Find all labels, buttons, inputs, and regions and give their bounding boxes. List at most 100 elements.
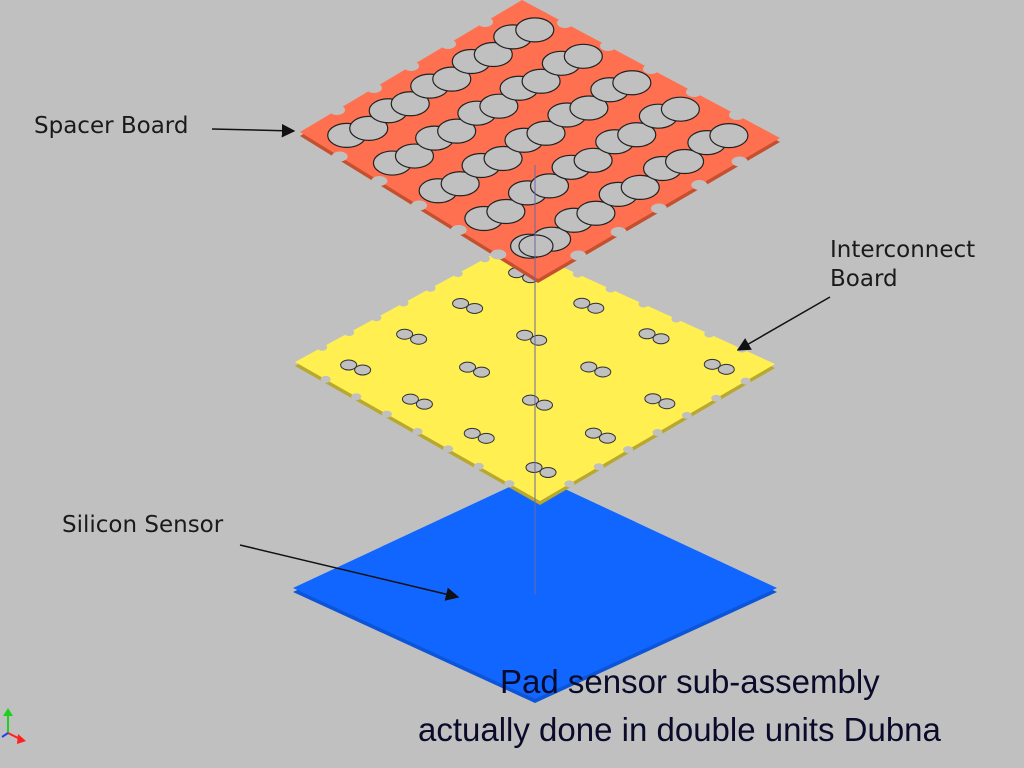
interconnect-hole [401, 393, 419, 405]
spacer-hole [483, 145, 523, 172]
spacer-hole [529, 173, 570, 199]
spacer-edge-notch [731, 156, 748, 167]
interconnect-edge-notch [623, 446, 634, 454]
interconnect-hole [340, 359, 358, 371]
interconnect-board-arrow [736, 296, 831, 351]
interconnect-hole [703, 358, 721, 370]
spacer-edge-notch [477, 17, 493, 27]
interconnect-hole [717, 363, 735, 375]
interconnect-hole [539, 467, 557, 479]
spacer-hole [486, 198, 526, 225]
spacer-edge-notch [651, 203, 667, 214]
spacer-hole [432, 66, 472, 92]
interconnect-edge-notch [704, 330, 715, 338]
interconnect-hole [516, 329, 534, 341]
interconnect-edge-notch [652, 429, 663, 436]
interconnect-hole [525, 462, 543, 474]
interconnect-edge-notch [605, 285, 616, 293]
interconnect-hole [410, 333, 428, 345]
spacer-hole [394, 143, 435, 169]
spacer-hole [526, 120, 566, 146]
caption-line-1: Pad sensor sub-assembly [500, 663, 880, 700]
spacer-hole [620, 174, 660, 200]
interconnect-edge-notch [564, 480, 575, 488]
spacer-hole [573, 147, 613, 173]
spacer-hole [437, 118, 477, 144]
spacer-board-label: Spacer Board [34, 113, 189, 139]
spacer-edge-notch [557, 18, 573, 28]
interconnect-hole [459, 361, 477, 373]
spacer-edge-notch [643, 64, 659, 74]
interconnect-hole [354, 364, 372, 376]
interconnect-hole [652, 333, 670, 345]
interconnect-edge-notch [504, 480, 515, 488]
spacer-hole [569, 95, 609, 121]
interconnect-edge-notch [320, 375, 331, 383]
spacer-edge-notch [600, 41, 616, 51]
interconnect-edge-notch [371, 314, 382, 322]
interconnect-edge-notch [398, 299, 409, 307]
spacer-hole [563, 43, 603, 69]
interconnect-edge-notch [593, 463, 604, 471]
caption-line-2: actually done in double units Dubna [418, 711, 941, 748]
interconnect-hole [658, 398, 676, 410]
interconnect-edge-notch [681, 411, 692, 419]
silicon-sensor-label: Silicon Sensor [62, 512, 224, 538]
interconnect-edge-notch [740, 377, 751, 385]
interconnect-edge-notch [473, 462, 484, 470]
spacer-edge-notch [686, 87, 702, 97]
interconnect-hole [463, 427, 481, 439]
interconnect-hole [644, 393, 662, 405]
interconnect-hole [573, 297, 591, 309]
silicon-sensor-arrow [239, 544, 460, 601]
interconnect-hole [598, 432, 616, 444]
spacer-hole [390, 91, 430, 117]
spacer-edge-notch [570, 250, 587, 261]
interconnect-edge-notch [317, 343, 328, 351]
interconnect-edge-notch [671, 315, 682, 323]
interconnect-edge-notch [412, 428, 423, 435]
interconnect-hole [584, 427, 602, 439]
spacer-hole [664, 148, 705, 175]
interconnect-hole [466, 302, 484, 314]
spacer-edge-notch [440, 39, 456, 49]
spacer-board-arrow [211, 123, 296, 138]
spacer-hole [349, 115, 389, 141]
spacer-hole [521, 68, 561, 94]
interconnect-edge-notch [452, 270, 463, 277]
interconnect-edge-notch [443, 445, 454, 453]
interconnect-edge-notch [344, 329, 355, 336]
spacer-edge-notch [450, 225, 467, 235]
spacer-edge-notch [371, 176, 388, 186]
spacer-hole [518, 234, 554, 258]
interconnect-hole [473, 366, 491, 378]
spacer-hole [617, 122, 657, 148]
spacer-edge-notch [366, 83, 382, 93]
spacer-edge-notch [610, 227, 627, 237]
spacer-edge-notch [331, 151, 348, 162]
axis-triad-icon [1, 708, 26, 744]
spacer-hole [515, 17, 555, 43]
interconnect-hole [521, 394, 539, 406]
interconnect-hole [587, 302, 605, 314]
interconnect-edge-notch [425, 284, 436, 292]
spacer-edge-notch [329, 105, 345, 115]
interconnect-hole [396, 328, 414, 340]
spacer-board-plate [300, 0, 780, 283]
spacer-hole [612, 70, 652, 96]
interconnect-edge-notch [381, 410, 392, 418]
interconnect-edge-notch [479, 255, 490, 263]
interconnect-edge-notch [711, 394, 722, 402]
spacer-hole [709, 123, 749, 149]
spacer-edge-notch [411, 200, 427, 211]
spacer-edge-notch [403, 61, 419, 71]
spacer-hole [660, 96, 700, 122]
interconnect-board-label: Interconnect Board [830, 237, 976, 292]
spacer-hole [440, 171, 480, 197]
spacer-hole [473, 41, 513, 68]
spacer-edge-notch [691, 180, 708, 190]
interconnect-hole [580, 361, 598, 373]
interconnect-hole [477, 432, 495, 444]
interconnect-hole [415, 398, 433, 410]
